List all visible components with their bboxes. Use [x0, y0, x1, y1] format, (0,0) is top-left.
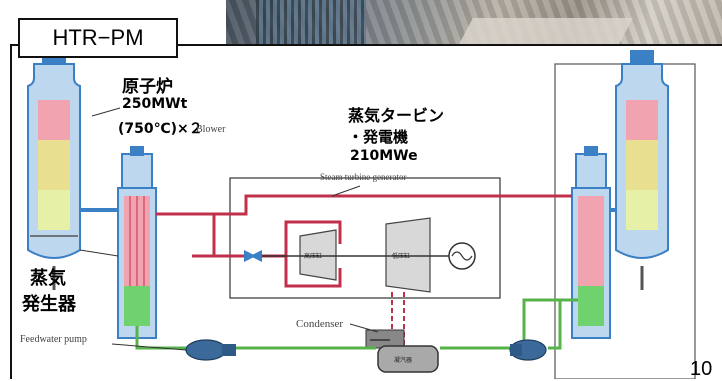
condenser-leader: [349, 323, 379, 333]
turbine-name: 蒸気タービン: [348, 106, 445, 125]
right-steam-generator: [571, 146, 611, 339]
feedwater-pump-label: Feedwater pump: [20, 334, 87, 345]
condenser: [365, 329, 439, 373]
condenser-label: Condenser: [296, 318, 344, 330]
page-title: HTR−PM: [18, 18, 178, 58]
steam-turbine-generator-label: Steam turbine generator: [320, 172, 407, 182]
left-reactor-vessel: [27, 50, 81, 290]
page-number: 10: [690, 358, 713, 380]
reactor-power: 250MWt: [122, 96, 188, 112]
reactor-leader: [91, 107, 121, 117]
site-photo: [226, 0, 722, 44]
turbine-leader: [331, 185, 361, 197]
turbine-hall-box: [229, 177, 501, 299]
turbine-generator-sub: ・発電機: [348, 128, 409, 146]
reactor-detail: (750℃)×２: [118, 121, 203, 137]
feedwater-pump-leader: [111, 343, 187, 351]
lp-turbine-label: 低压缸: [392, 252, 410, 260]
turbine-power: 210MWe: [350, 148, 418, 164]
main-steam-line: [156, 194, 572, 288]
sg-name-line2: 発生器: [22, 294, 76, 315]
turbine-set: [262, 217, 476, 293]
content-frame: [10, 44, 722, 379]
reactor-name: 原子炉: [122, 77, 173, 97]
feedwater-pump-left: [185, 339, 236, 361]
turbine-text-marks: 高压缸 低压缸 凝汽器: [304, 252, 412, 364]
left-steam-generator: [117, 146, 157, 339]
blower-label: Blower: [196, 124, 226, 135]
valve: [244, 250, 262, 262]
condenser-body-label: 凝汽器: [394, 356, 412, 364]
hp-turbine-label: 高压缸: [304, 252, 322, 260]
feedwater-pump-right: [509, 339, 547, 361]
sg-leader: [79, 249, 119, 257]
sg-name-line1: 蒸気: [30, 268, 66, 289]
right-reactor-vessel: [615, 50, 669, 290]
